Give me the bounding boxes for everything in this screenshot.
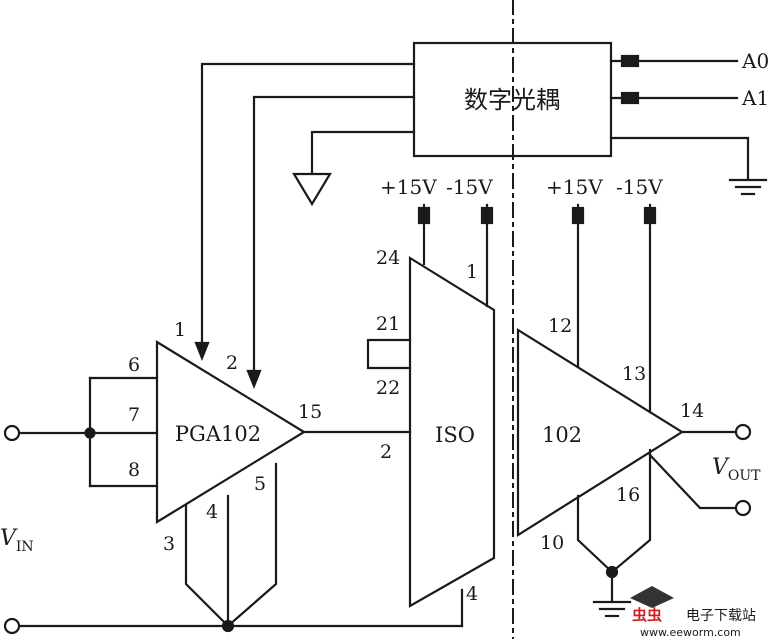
pga-pin3-wire	[184, 503, 230, 628]
iso-label: ISO	[435, 423, 475, 447]
opto-ground-wire-left	[310, 130, 416, 174]
watermark-url: www.eeworm.com	[640, 626, 741, 639]
pga-pin-3: 3	[163, 533, 175, 555]
vout-ref-terminal	[734, 499, 752, 517]
amp102-amplifier	[516, 328, 685, 537]
iso-supply-pos-arrow	[417, 206, 431, 225]
optocoupler-box	[412, 41, 613, 158]
iso-pin-24: 24	[376, 247, 400, 269]
pga-pin5-wire	[226, 462, 278, 628]
iso-supply-neg-label: -15V	[446, 175, 493, 199]
pga-pin-8: 8	[128, 459, 140, 481]
amp-supply-neg-arrow	[643, 206, 657, 225]
pga-pin-4: 4	[206, 501, 218, 523]
a1-arrow	[620, 91, 640, 105]
ground-symbol-left	[292, 172, 332, 207]
a1-label: A1	[741, 86, 769, 110]
vin-terminal	[3, 424, 21, 442]
amp-pin-12: 12	[548, 315, 572, 337]
iso-supply-neg-arrow	[480, 206, 494, 225]
vout-ref-wire	[648, 453, 738, 510]
vout-terminal	[734, 423, 752, 441]
iso-pin-22: 22	[376, 377, 400, 399]
gain-line-a1	[252, 95, 416, 377]
a0-arrow	[620, 54, 640, 68]
iso-pin-21: 21	[376, 313, 400, 335]
pga-pin-5: 5	[254, 473, 266, 495]
common-node	[221, 619, 235, 633]
amp-pin-13: 13	[622, 363, 646, 385]
optocoupler-label: 数字光耦	[464, 86, 560, 114]
iso-pin-1: 1	[466, 261, 478, 283]
pga-pin-1: 1	[174, 319, 186, 341]
amp-supply-neg-label: -15V	[616, 175, 663, 199]
pga-pin-15: 15	[298, 401, 322, 423]
common-terminal	[3, 617, 21, 635]
pga-pin-2: 2	[226, 352, 238, 374]
iso-pin21-22-jumper	[366, 338, 412, 370]
watermark: 虫虫 电子下载站 www.eeworm.com	[630, 586, 756, 639]
amp-ground-node	[605, 565, 619, 579]
vin-node	[84, 427, 96, 439]
vout-label: VOUT	[712, 455, 761, 484]
watermark-logo-mark: 虫虫	[632, 606, 662, 624]
gain-arrow-1	[194, 341, 210, 361]
iso-pin-4: 4	[466, 583, 478, 605]
iso-supply-pos-label: +15V	[380, 175, 437, 199]
amp-pin-10: 10	[540, 532, 564, 554]
amp-pin-16: 16	[616, 484, 640, 506]
pga102-label: PGA102	[175, 422, 261, 446]
a0-label: A0	[741, 49, 769, 73]
watermark-brand: 电子下载站	[686, 608, 756, 624]
amp-pin16-wire	[610, 448, 652, 574]
opto-ground-wire	[609, 136, 750, 180]
vin-label: VIN	[0, 526, 34, 555]
amp-supply-pos-label: +15V	[546, 175, 603, 199]
gain-line-a0	[200, 62, 416, 349]
amp102-label: 102	[542, 423, 582, 447]
amp-pin10-wire	[576, 494, 614, 574]
iso-amplifier	[408, 256, 496, 608]
gain-arrow-2	[246, 369, 262, 389]
iso-pin-2: 2	[380, 441, 392, 463]
pga-pin-7: 7	[128, 404, 140, 426]
pga-pin-6: 6	[128, 354, 140, 376]
amp-supply-pos-arrow	[571, 206, 585, 225]
watermark-logo-icon	[630, 586, 674, 608]
amp-pin-14: 14	[680, 400, 704, 422]
